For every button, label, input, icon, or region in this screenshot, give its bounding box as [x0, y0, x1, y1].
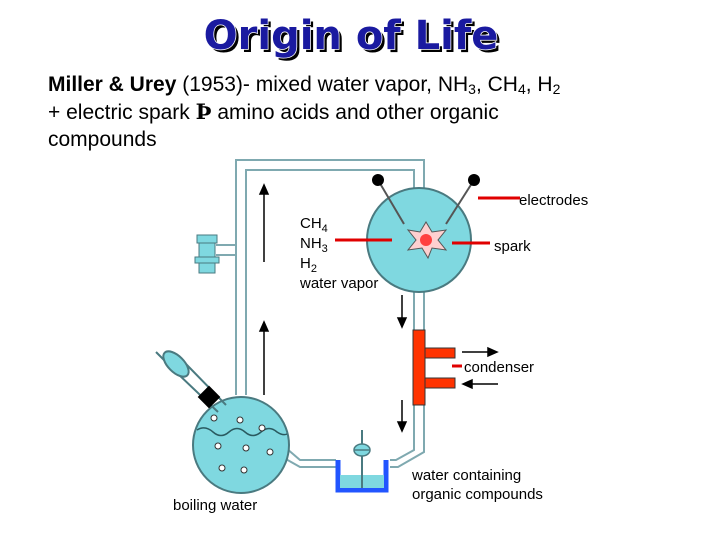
label-condenser: condenser	[464, 359, 534, 376]
label-pointers	[335, 196, 520, 368]
gas-list: CH4 NH3 H2 water vapor	[299, 215, 378, 292]
implies-symbol: Þ	[195, 99, 212, 124]
label-electrodes: electrodes	[519, 192, 588, 209]
gas-nh3: NH3	[300, 235, 328, 255]
gas-water-vapor: water vapor	[299, 275, 378, 292]
label-water-organic-1: water containing	[411, 467, 521, 484]
sub-4: 4	[517, 81, 526, 97]
sub-3: 3	[468, 81, 476, 97]
gas-h2: H2	[300, 255, 317, 275]
intro-h: , H	[525, 73, 553, 96]
intro-amino: amino acids and other organic	[211, 101, 499, 124]
electrodes	[372, 174, 480, 225]
intro-line-3: compounds	[48, 128, 157, 151]
boiling-flask-inlet	[155, 350, 221, 409]
intro-text: Miller & Urey (1953)- mixed water vapor,…	[48, 71, 688, 153]
stopcock-valve	[194, 234, 220, 274]
intro-line-2: + electric spark Þ amino acids and other…	[48, 98, 688, 126]
electrode-left-terminal	[372, 174, 384, 186]
boiling-flask	[175, 363, 290, 494]
label-spark: spark	[494, 238, 531, 255]
intro-spark: + electric spark	[48, 101, 196, 124]
gas-ch4: CH4	[300, 215, 328, 235]
sub-2: 2	[552, 81, 561, 97]
label-boiling-water: boiling water	[173, 497, 257, 514]
flow-arrows	[258, 183, 499, 433]
intro-line-1: Miller & Urey (1953)- mixed water vapor,…	[48, 71, 688, 98]
title-shadow: Origin of Life	[207, 16, 502, 62]
electrode-right-terminal	[468, 174, 480, 186]
intro-ch: , CH	[475, 73, 518, 96]
authors: Miller & Urey	[48, 73, 177, 96]
condenser	[412, 329, 456, 406]
label-water-organic-2: organic compounds	[412, 486, 543, 503]
trap	[335, 430, 389, 493]
page-title: Origin of Life	[204, 13, 499, 59]
intro-year-text: (1953)- mixed water vapor, NH	[176, 73, 469, 96]
spark-burst	[406, 221, 448, 260]
